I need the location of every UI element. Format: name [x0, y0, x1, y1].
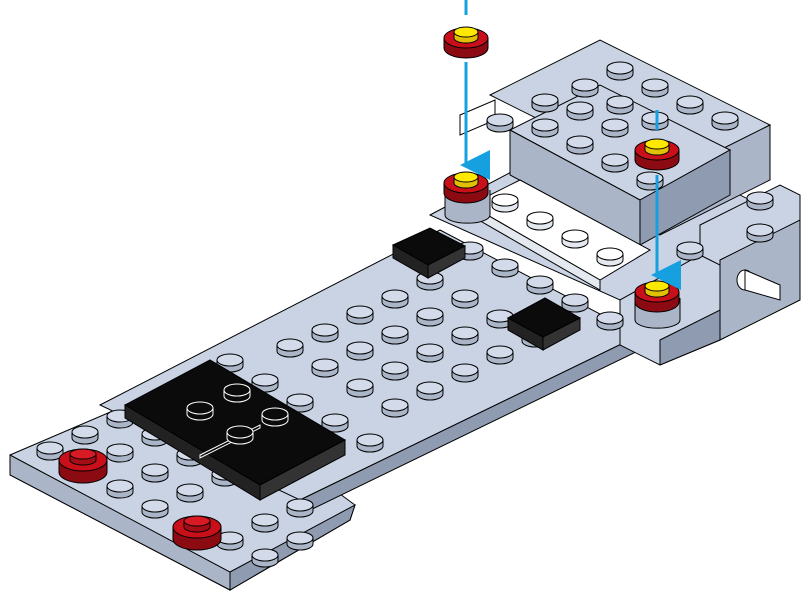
round-plate-floating-right [634, 138, 680, 171]
round-plate-target-left [443, 171, 491, 224]
black-plate-2x4 [123, 359, 347, 501]
round-plate-target-right [634, 280, 681, 329]
black-tile-back [391, 227, 467, 279]
placement-arrows [460, 0, 681, 290]
red-round-plate-left [58, 448, 108, 484]
red-round-plate-front [172, 515, 222, 551]
black-tile-front [506, 297, 582, 351]
rear-assembly [428, 39, 801, 366]
round-plate-floating-top [443, 26, 489, 59]
